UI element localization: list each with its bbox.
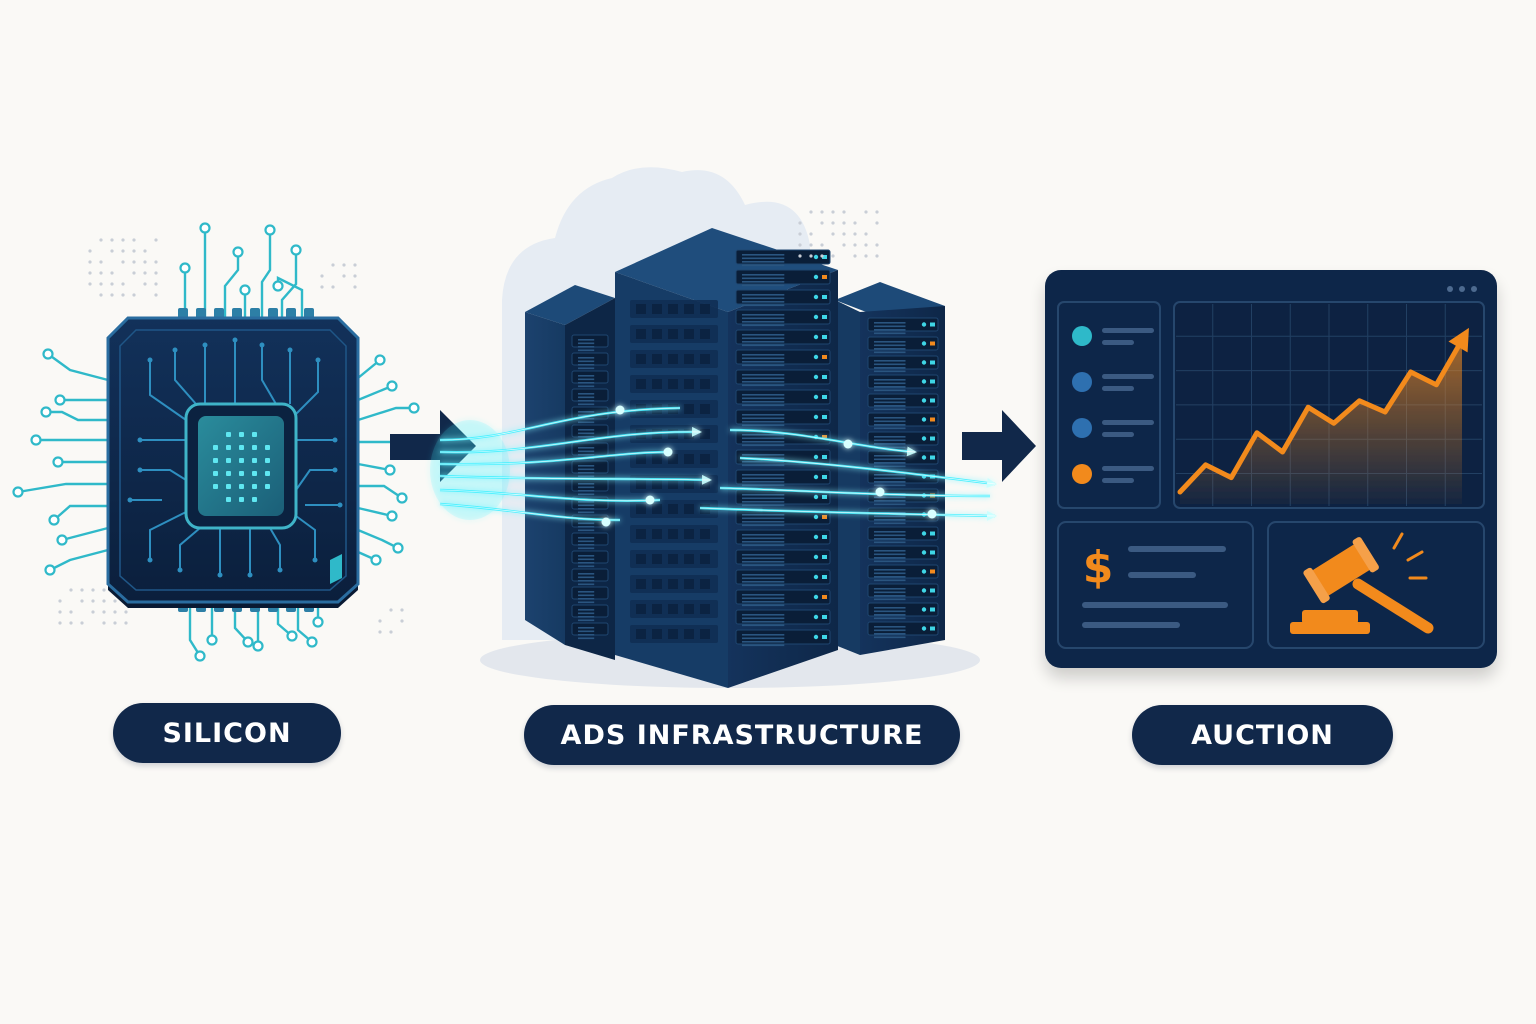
dollar-icon: $ [1083,542,1114,593]
legend-list [1072,326,1154,484]
stage-label-auction: AUCTION [1132,705,1393,765]
trend-arrowhead [1448,327,1469,353]
stage-label-ads-infrastructure: ADS INFRASTRUCTURE [524,705,960,765]
flow-arrow-2 [962,410,1036,482]
gavel-icon [1290,532,1434,634]
server-rack-icon [430,167,997,688]
trend-line [1177,337,1465,495]
cpu-chip-icon [12,222,420,662]
stage-label-silicon: SILICON [113,703,341,763]
auction-dashboard: $ [1045,270,1497,668]
trend-area [1180,340,1462,504]
trend-chart [1177,327,1469,504]
